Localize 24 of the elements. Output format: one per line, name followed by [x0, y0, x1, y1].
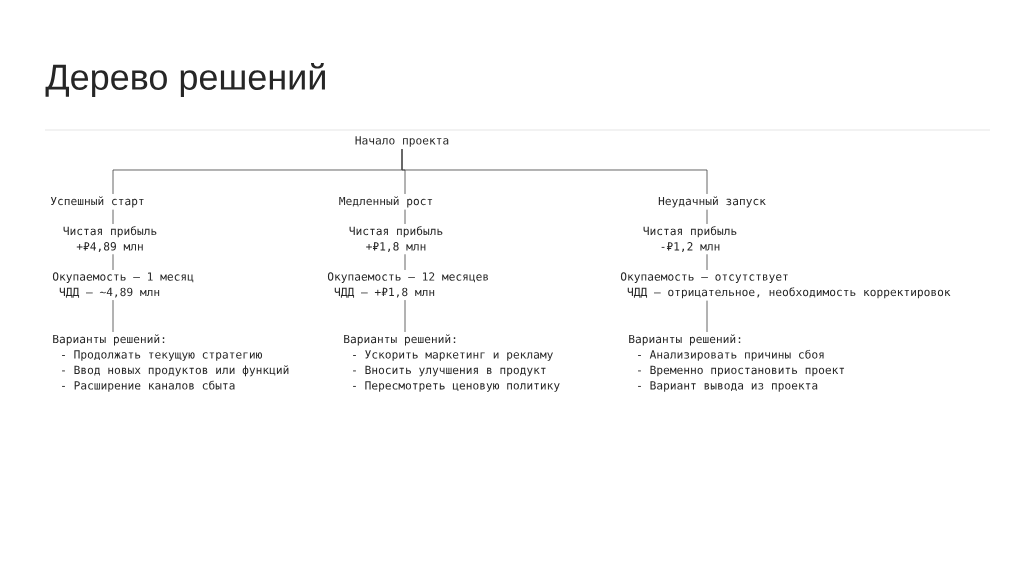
connector-line — [112, 253, 114, 271]
option-list: Варианты решений: - Продолжать текущую стратегию - Ввод новых продуктов или функций - Расширение каналов сбыта — [53, 334, 289, 392]
option-list: Варианты решений: - Ускорить маркетинг и рекламу - Вносить улучшения в продукт - Пересмотреть ценовую политику — [344, 334, 560, 392]
metric-text: Окупаемость — отсутствует ЧДД — отрицательное, необходимость корректировок — [620, 272, 951, 299]
connector-line — [404, 253, 406, 271]
connector-line — [706, 209, 708, 225]
outcome-label: Неудачный запуск — [658, 196, 766, 208]
metric-text: Чистая прибыль +₽1,8 млн — [349, 226, 443, 252]
connector-line — [401, 148, 708, 195]
metric-text: Чистая прибыль -₽1,2 млн — [643, 226, 737, 252]
metric-text: Окупаемость — 1 месяц ЧДД — ~4,89 млн — [52, 272, 194, 298]
connector-line — [404, 299, 406, 333]
outcome-label: Успешный старт — [50, 196, 144, 208]
connector-line — [706, 253, 708, 271]
root-label: Начало проекта — [355, 136, 449, 147]
metric-text: Чистая прибыль +₽4,89 млн — [63, 226, 157, 252]
connector-line — [112, 299, 114, 333]
option-list: Варианты решений: - Анализировать причины сбоя - Временно приостановить проект - Вариант вывода из проекта — [629, 334, 845, 392]
title: Дерево решений — [45, 62, 325, 98]
outcome-label: Медленный рост — [339, 196, 433, 208]
connector-line — [404, 209, 406, 225]
metric-text: Окупаемость — 12 месяцев ЧДД — +₽1,8 млн — [327, 272, 488, 298]
connector-line — [112, 209, 114, 225]
connector-line — [706, 300, 708, 333]
